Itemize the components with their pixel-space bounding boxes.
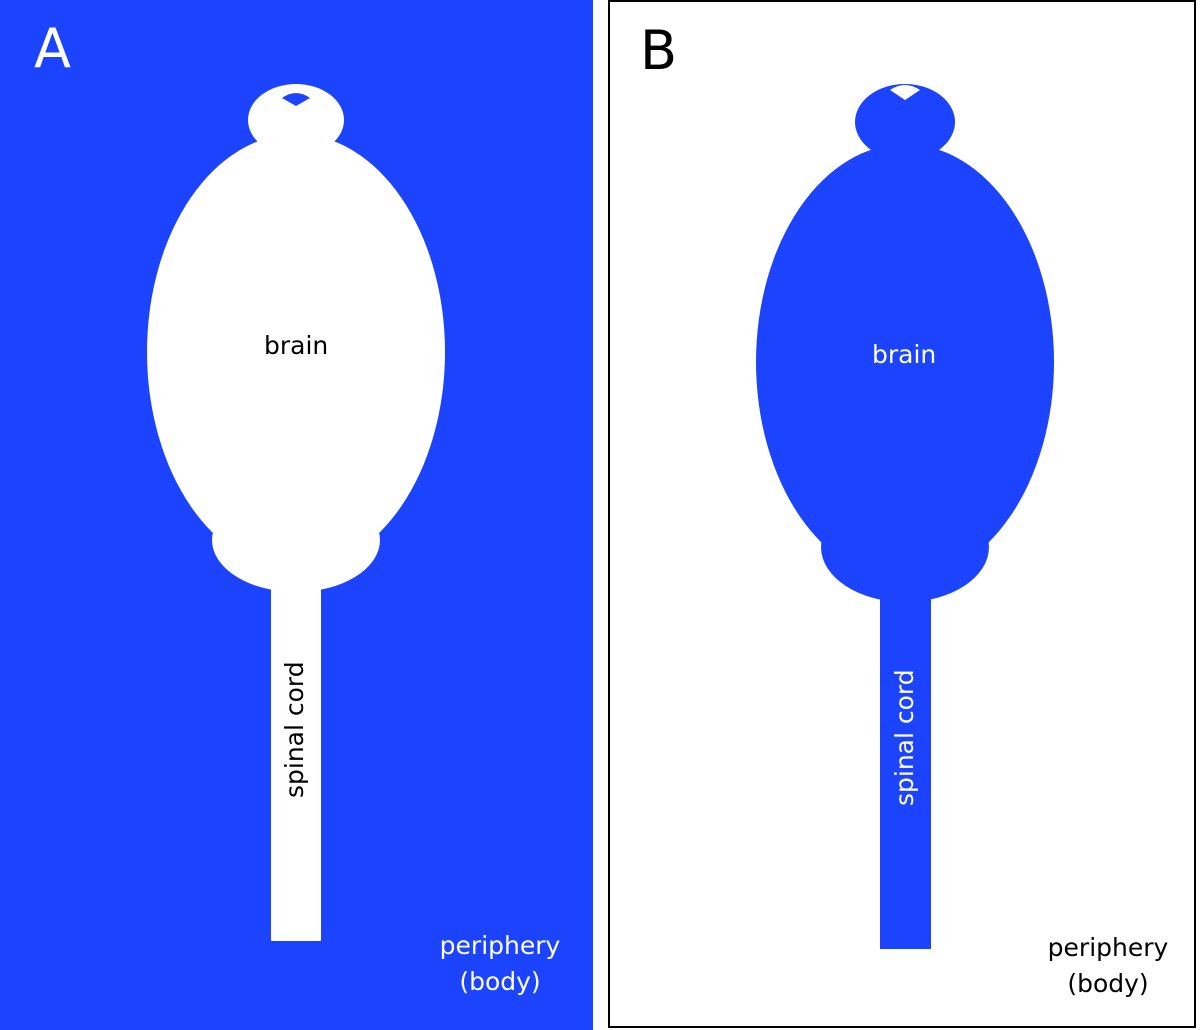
panel-a-letter: A — [34, 17, 71, 80]
panel-b: B brain spinal cord periphery (body) — [608, 0, 1196, 1028]
panel-b-letter: B — [640, 19, 678, 82]
panel-b-periphery-line2: (body) — [1067, 969, 1149, 998]
panel-a-periphery-line2: (body) — [459, 967, 541, 996]
panel-a-cns-drawing — [147, 84, 445, 941]
panel-b-cns-drawing — [756, 84, 1054, 949]
panel-a: A brain spinal cord periphery (body) — [0, 0, 593, 1030]
panel-a-cerebrum — [147, 134, 445, 570]
panel-b-brain-label: brain — [872, 340, 937, 369]
panel-b-periphery-label: periphery (body) — [1038, 930, 1178, 1002]
panel-a-brain-label: brain — [264, 331, 329, 360]
panel-b-olfactory-bulbs — [855, 84, 955, 160]
panel-b-cerebellum — [821, 492, 989, 602]
panel-a-periphery-label: periphery (body) — [430, 928, 570, 1000]
panel-a-periphery-line1: periphery — [439, 931, 561, 960]
panel-a-spinal-cord-label: spinal cord — [280, 661, 309, 798]
panel-a-spinal-cord — [271, 575, 321, 941]
panel-b-spinal-cord-label: spinal cord — [890, 669, 919, 806]
panel-b-periphery-line1: periphery — [1047, 933, 1169, 962]
panel-b-spinal-cord — [880, 587, 931, 949]
panel-b-cerebrum — [756, 144, 1054, 580]
